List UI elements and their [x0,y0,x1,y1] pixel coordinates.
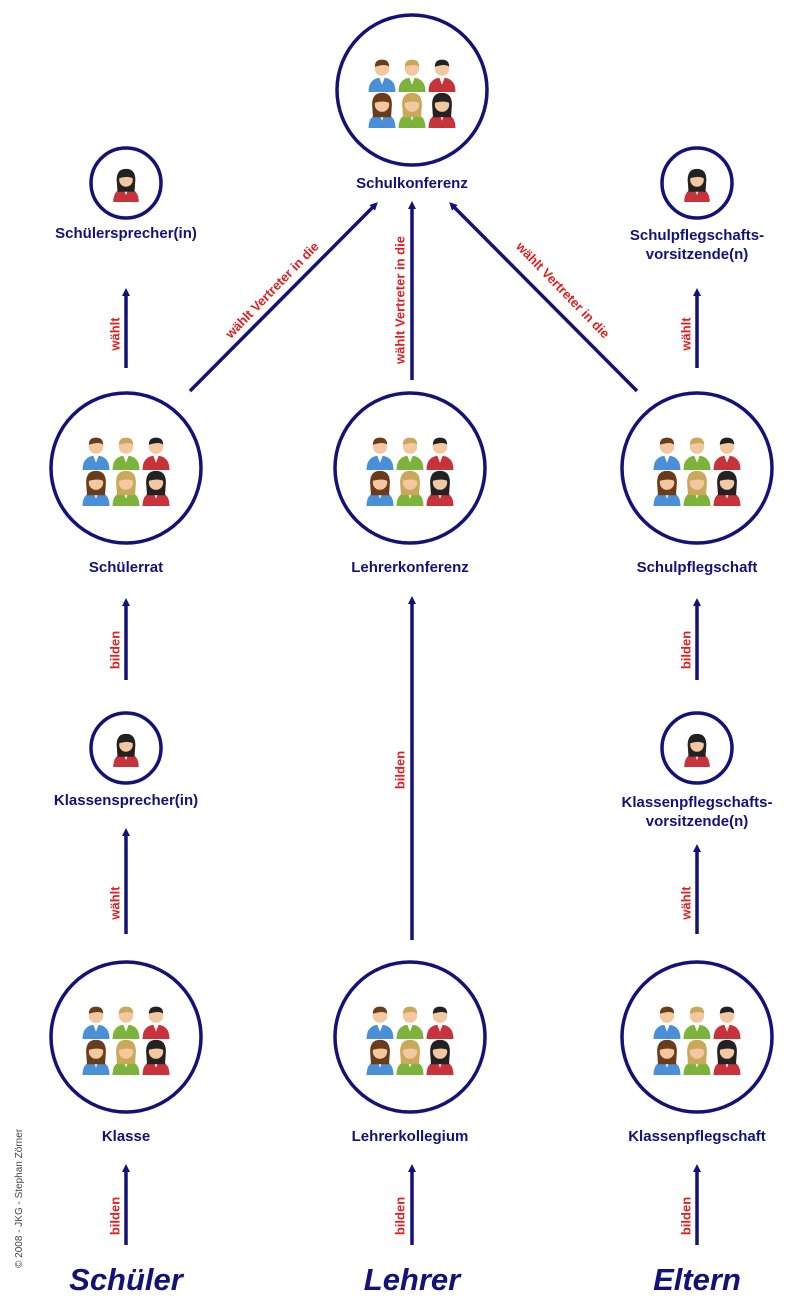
schulpflegschaft-label: Schulpflegschaft [636,559,758,576]
klassensprecher-node [89,711,163,785]
footer-schueler: Schüler [69,1262,183,1297]
schuelersprecher-label: Schülersprecher(in) [55,225,197,242]
lehrerkollegium-label: Lehrerkollegium [351,1128,469,1145]
klassenpflegschaftsvorsitzende-label: Klassenpflegschafts- vorsitzende(n) [621,794,773,830]
group-of-people-icon [653,437,741,506]
arrow-label-bilden: bilden [108,631,123,669]
lehrerkollegium-node [333,960,487,1114]
arrow-label-waehlt: wählt [679,317,694,352]
schuelerrat-label: Schülerrat [88,559,164,576]
copyright-text: © 2008 - JKG - Stephan Zörner [14,1128,25,1268]
person-icon [113,168,139,202]
person-icon [113,733,139,767]
footer-lehrer: Lehrer [363,1262,461,1297]
arrow-label-bilden: bilden [393,1197,408,1235]
lehrerkonferenz-node [333,391,487,545]
arrow-label-waehlt: wählt [108,317,123,352]
group-of-people-icon [368,59,456,128]
group-of-people-icon [82,437,170,506]
schuelerrat-node [49,391,203,545]
klassenpflegschaft-node [620,960,774,1114]
schulpflegschaft-node [620,391,774,545]
person-icon [684,168,710,202]
person-icon [684,733,710,767]
arrow-label-waehlt-vertreter: wählt Vertreter in die [512,238,612,341]
arrow-label-waehlt: wählt [108,886,123,921]
group-of-people-icon [82,1006,170,1075]
schulkonferenz-label: Schulkonferenz [356,175,468,192]
klassensprecher-label: Klassensprecher(in) [53,792,199,809]
arrow-schulpflegschaft-to-schulkonferenz [449,202,639,393]
klasse-label: Klasse [101,1128,151,1145]
klassenpflegschaftsvorsitzende-node [660,711,734,785]
arrow-label-bilden: bilden [393,751,408,789]
klassenpflegschaft-label: Klassenpflegschaft [628,1128,766,1145]
group-of-people-icon [366,437,454,506]
footer-eltern: Eltern [653,1262,741,1297]
arrow-label-waehlt-vertreter: wählt Vertreter in die [393,236,408,365]
schulpflegschaftsvorsitzende-node [660,146,734,220]
klasse-node [49,960,203,1114]
arrow-label-bilden: bilden [679,631,694,669]
arrow-label-bilden: bilden [108,1197,123,1235]
arrow-label-waehlt-vertreter: wählt Vertreter in die [221,239,321,342]
lehrerkonferenz-label: Lehrerkonferenz [351,559,469,576]
arrow-schuelerrat-to-schulkonferenz [188,202,378,393]
schulkonferenz-node [335,13,489,167]
group-of-people-icon [366,1006,454,1075]
schuelersprecher-node [89,146,163,220]
arrow-label-bilden: bilden [679,1197,694,1235]
arrow-label-waehlt: wählt [679,886,694,921]
schulpflegschaftsvorsitzende-label: Schulpflegschafts- vorsitzende(n) [629,227,765,263]
group-of-people-icon [653,1006,741,1075]
